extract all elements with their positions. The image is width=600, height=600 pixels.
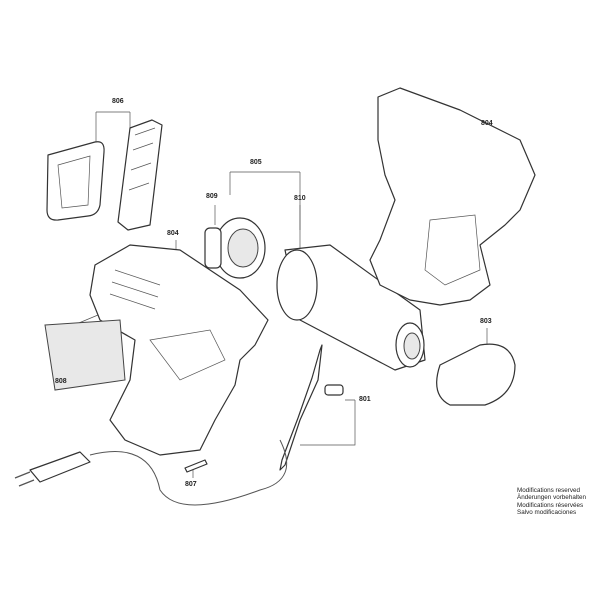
plug <box>29 451 91 483</box>
label-810: 810 <box>294 195 306 202</box>
label-801: 801 <box>359 396 371 403</box>
notice-line: Änderungen vorbehalten <box>517 494 586 502</box>
label-804-right: 804 <box>481 120 493 127</box>
part-803-nozzle-cap <box>436 343 516 406</box>
part-806-circuit-board <box>117 119 163 231</box>
label-807: 807 <box>185 481 197 488</box>
modifications-notice: Modifications reserved Änderungen vorbeh… <box>517 487 586 516</box>
label-804-left: 804 <box>167 230 179 237</box>
part-804-housing-left <box>89 244 269 456</box>
notice-line: Modifications réservées <box>517 501 584 509</box>
part-806-cover <box>46 141 105 221</box>
notice-line: Modifications reserved <box>517 487 580 494</box>
label-803: 803 <box>480 318 492 325</box>
part-804-housing-right <box>369 87 536 306</box>
label-809: 809 <box>206 193 218 200</box>
part-801-probe <box>279 344 323 471</box>
label-808: 808 <box>55 378 67 385</box>
part-807-screw <box>184 459 208 473</box>
part-808-cover <box>44 319 126 391</box>
label-805: 805 <box>250 159 262 166</box>
notice-line: Salvo modificaciones <box>517 508 577 516</box>
label-806: 806 <box>112 98 124 105</box>
